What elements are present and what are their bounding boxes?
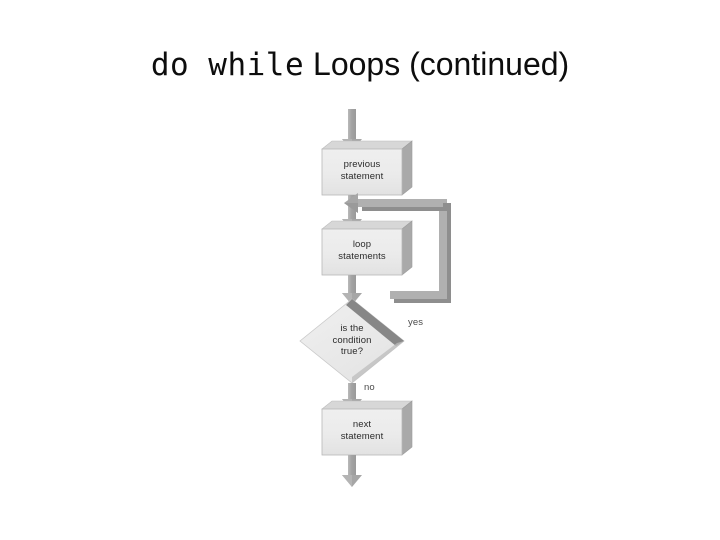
do-while-flowchart: previous statement loop statements is th… (280, 105, 500, 495)
edge-exit-arrow (342, 455, 362, 487)
flowchart-graphics (299, 109, 451, 487)
node-loop-statements[interactable] (321, 220, 413, 276)
node-condition-diamond[interactable] (299, 298, 405, 384)
node-previous-statement[interactable] (321, 140, 413, 196)
edge-label-no: no (364, 382, 375, 393)
node-next-statement[interactable] (321, 400, 413, 456)
edge-label-yes: yes (408, 317, 424, 328)
edge-yes-return-path (344, 193, 451, 303)
page-title-code: do while (150, 47, 305, 83)
page-title: do while Loops (continued) (0, 48, 720, 81)
page-title-text: Loops (continued) (304, 46, 570, 82)
